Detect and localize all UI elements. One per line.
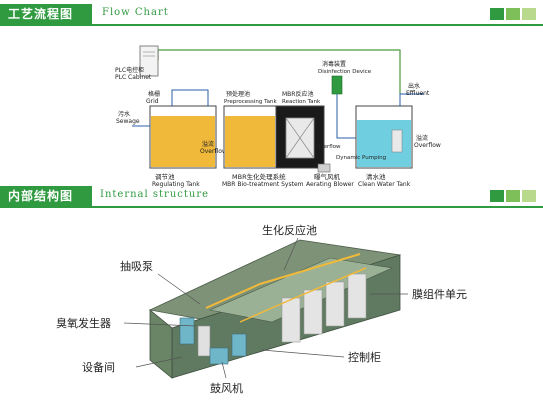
section-header-internal-structure: 内部结构图 Internal structure: [0, 186, 543, 208]
clean-label-cn: 清水池: [366, 172, 386, 181]
internal-structure-diagram: 生化反应池 抽吸泵 膜组件单元 臭氧发生器 控制柜 设备间 鼓风机: [56, 223, 467, 395]
membrane-module: [281, 297, 301, 343]
accent-bar: [490, 190, 504, 202]
section-title-en: Internal structure: [100, 189, 210, 200]
effluent-label-en: Effluent: [406, 90, 430, 97]
overflow3-label-en: Overflow: [316, 144, 341, 150]
mbr-react-label-cn: MBR反应池: [282, 90, 313, 98]
disinfect-label-en: Disinfection Device: [318, 69, 372, 75]
regulating-label-cn: 调节池: [155, 172, 175, 181]
blower-label-en: Aerating Blower: [306, 181, 354, 188]
ozone-unit: [197, 325, 211, 357]
pre-label-en: Preprocessing Tank: [224, 99, 277, 105]
disinfection-device: [331, 75, 343, 95]
regulating-tank-water: [151, 116, 215, 167]
aerating-blower: [317, 163, 331, 173]
blower-label-cn: 曝气风机: [314, 172, 341, 181]
label-suction-pump: 抽吸泵: [120, 259, 153, 273]
blower-unit: [209, 347, 229, 365]
plc-cabinet: [139, 45, 159, 77]
label-bio-tank: 生化反应池: [262, 223, 317, 237]
section-rule: [0, 206, 543, 208]
sewage-label-en: Sewage: [116, 118, 140, 125]
accent-bar: [522, 190, 536, 202]
clean-label-en: Clean Water Tank: [358, 181, 411, 188]
accent-bar: [522, 8, 536, 20]
effluent-label-cn: 出水: [408, 82, 420, 90]
section-header-flow-chart: 工艺流程图 Flow Chart: [0, 4, 543, 26]
mbr-react-label-en: Reaction Tank: [282, 99, 321, 105]
mbr-sys-label-cn: MBR生化处理系统: [232, 172, 286, 181]
preprocessing-tank-water: [225, 116, 275, 167]
membrane-module: [325, 281, 345, 327]
label-ozone: 臭氧发生器: [56, 316, 111, 330]
overflow2-label-cn: 溢流: [416, 134, 428, 142]
sewage-label-cn: 污水: [118, 110, 130, 118]
label-membrane-unit: 膜组件单元: [412, 287, 467, 301]
plc-label-cn: PLC电控柜: [115, 66, 144, 74]
equipment-room: [149, 309, 173, 379]
flow-chart-diagram: PLC电控柜 PLC Cabinet 格栅 Grid 污水 Sewage 调节池…: [115, 45, 441, 188]
pre-label-cn: 预处理池: [226, 90, 250, 98]
accent-bar: [506, 8, 520, 20]
section-title-cn: 内部结构图: [0, 186, 92, 206]
membrane-module: [303, 289, 323, 335]
overflow-label-cn: 溢流: [202, 140, 214, 148]
section-title-en: Flow Chart: [102, 7, 169, 18]
label-equipment-room: 设备间: [82, 360, 115, 374]
disinfect-label-cn: 消毒装置: [322, 60, 346, 68]
pump-unit: [179, 317, 195, 345]
overflow2-label-en: Overflow: [414, 142, 441, 149]
plc-label-en: PLC Cabinet: [115, 74, 152, 81]
overflow-label-en: Overflow: [200, 148, 227, 155]
mbr-sys-label-en: MBR Bio-treatment System: [222, 181, 304, 188]
label-blower: 鼓风机: [210, 381, 243, 395]
control-cabinet: [231, 333, 247, 357]
dyn-pump-label: Dynamic Pumping: [336, 155, 386, 161]
grid-label-cn: 格栅: [148, 90, 160, 98]
grid-label-en: Grid: [146, 98, 159, 105]
accent-bar: [506, 190, 520, 202]
membrane-module: [347, 273, 367, 319]
regulating-label-en: Regulating Tank: [152, 181, 200, 188]
accent-bar: [490, 8, 504, 20]
section-rule: [0, 24, 543, 26]
section-title-cn: 工艺流程图: [0, 4, 92, 24]
label-control: 控制柜: [348, 350, 381, 364]
